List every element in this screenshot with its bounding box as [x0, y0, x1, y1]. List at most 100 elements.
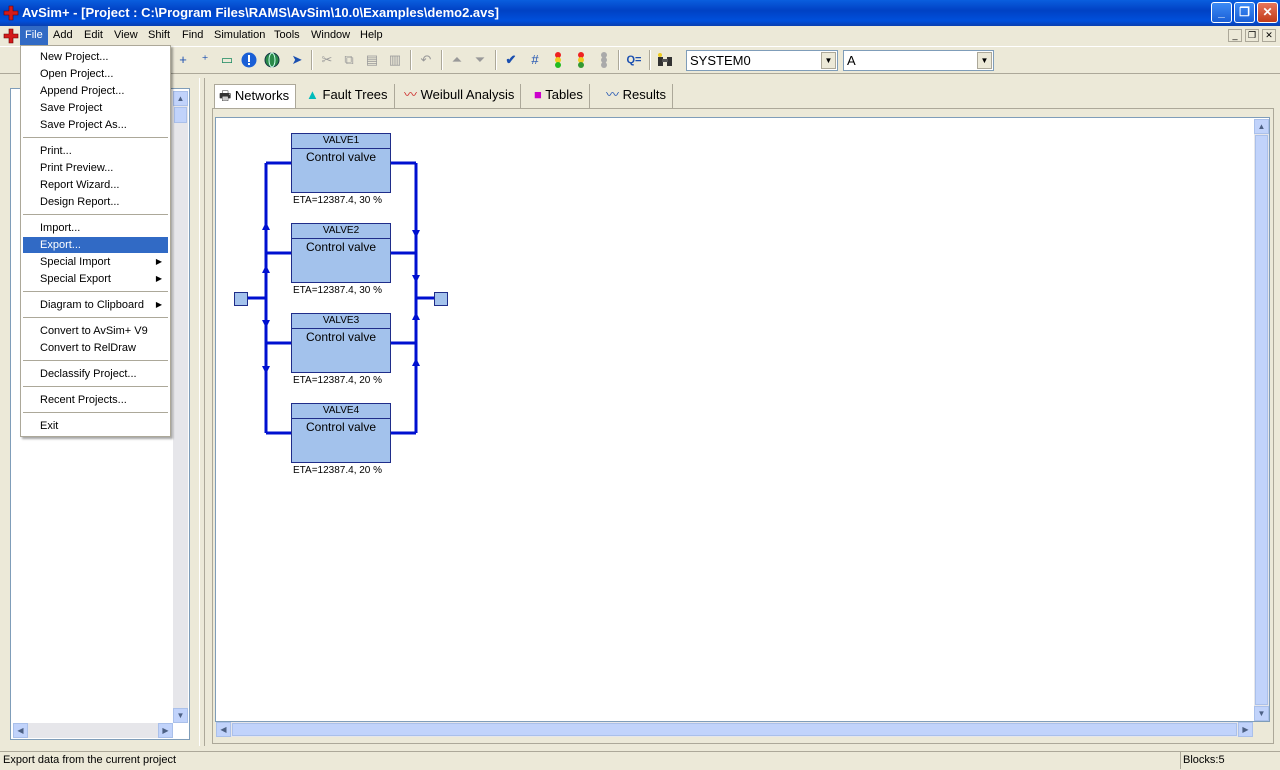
info-icon[interactable] — [240, 51, 258, 69]
menu-add[interactable]: Add — [53, 29, 73, 41]
menu-item-new-project[interactable]: New Project... — [40, 51, 109, 63]
chevron-down-icon[interactable]: ▼ — [977, 52, 992, 69]
query-icon[interactable]: Q= — [626, 54, 642, 66]
mdi-minimize-button[interactable]: _ — [1228, 29, 1242, 42]
system-combo[interactable]: SYSTEM0 ▼ — [686, 50, 838, 71]
block-eta-label: ETA=12387.4, 20 % — [293, 375, 383, 386]
scroll-up-arrow-icon[interactable]: ▲ — [173, 91, 188, 106]
pointer-icon[interactable]: ➤ — [291, 52, 303, 67]
submenu-arrow-icon: ▶ — [155, 274, 162, 283]
canvas-horizontal-scrollbar[interactable]: ◀ ▶ — [216, 722, 1253, 737]
network-canvas[interactable]: VALVE1 Control valve ETA=12387.4, 30 % V… — [215, 117, 1270, 722]
copy-icon[interactable]: ⧉ — [344, 52, 354, 67]
menu-item-exit[interactable]: Exit — [40, 420, 59, 432]
move-up-icon[interactable]: ⏶ — [451, 52, 463, 67]
block-name: VALVE4 — [292, 404, 390, 419]
menu-item-save-project-as[interactable]: Save Project As... — [40, 119, 127, 131]
scroll-thumb[interactable] — [232, 723, 1237, 736]
block-valve2[interactable]: VALVE2 Control valve — [291, 223, 391, 283]
chevron-down-icon[interactable]: ▼ — [821, 52, 836, 69]
arrow-up-icon — [262, 222, 270, 230]
menu-item-open-project[interactable]: Open Project... — [40, 68, 114, 80]
avsim-app-icon[interactable] — [3, 5, 19, 21]
minimize-button[interactable]: _ — [1211, 2, 1232, 23]
canvas-vertical-scrollbar[interactable]: ▲ ▼ — [1254, 119, 1269, 721]
scroll-up-arrow-icon[interactable]: ▲ — [1254, 119, 1269, 134]
menu-item-import[interactable]: Import... — [40, 222, 81, 234]
menu-tools[interactable]: Tools — [274, 29, 300, 41]
move-down-icon[interactable]: ⏷ — [474, 52, 486, 67]
document-icon[interactable] — [3, 28, 19, 44]
tab-weibull-analysis[interactable]: 〰 Weibull Analysis — [400, 84, 522, 108]
check-icon[interactable]: ✔ — [505, 52, 517, 67]
close-button[interactable]: ✕ — [1257, 2, 1278, 23]
scroll-left-arrow-icon[interactable]: ◀ — [13, 723, 28, 738]
menu-item-export[interactable]: Export... — [23, 237, 168, 253]
menu-edit[interactable]: Edit — [84, 29, 103, 41]
arrow-up-icon — [412, 358, 420, 366]
menu-item-append-project[interactable]: Append Project... — [40, 85, 125, 97]
tab-results[interactable]: 〰 Results — [602, 84, 673, 108]
menu-find[interactable]: Find — [182, 29, 204, 41]
menu-view[interactable]: View — [114, 29, 138, 41]
block-valve4[interactable]: VALVE4 Control valve — [291, 403, 391, 463]
grid-icon[interactable]: # — [531, 52, 539, 67]
menu-item-diagram-to-clipboard[interactable]: Diagram to Clipboard ▶ — [23, 297, 168, 313]
mdi-close-button[interactable]: ✕ — [1262, 29, 1276, 42]
undo-icon[interactable]: ↶ — [420, 52, 432, 67]
scroll-thumb[interactable] — [1255, 135, 1268, 705]
menu-separator — [23, 214, 168, 215]
add-node-icon[interactable]: ⁺ — [201, 52, 209, 67]
menu-window[interactable]: Window — [311, 29, 351, 41]
scroll-right-arrow-icon[interactable]: ▶ — [1238, 722, 1253, 737]
add-connection-icon[interactable]: + — [179, 52, 187, 67]
block-valve3[interactable]: VALVE3 Control valve — [291, 313, 391, 373]
output-node[interactable] — [434, 292, 448, 306]
input-node[interactable] — [234, 292, 248, 306]
menu-item-special-import[interactable]: Special Import ▶ — [23, 254, 168, 270]
menu-simulation[interactable]: Simulation — [214, 29, 266, 41]
add-block-icon[interactable]: ▭ — [220, 52, 234, 67]
paste-special-icon[interactable]: ▥ — [388, 52, 402, 67]
traffic-light-green-icon[interactable] — [549, 51, 567, 69]
scroll-down-arrow-icon[interactable]: ▼ — [1254, 706, 1269, 721]
menu-item-report-wizard[interactable]: Report Wizard... — [40, 179, 120, 191]
scroll-down-arrow-icon[interactable]: ▼ — [173, 708, 188, 723]
menu-item-recent-projects[interactable]: Recent Projects... — [40, 394, 127, 406]
binoculars-icon[interactable] — [656, 51, 674, 69]
menu-item-design-report[interactable]: Design Report... — [40, 196, 120, 208]
menu-file[interactable]: File — [20, 26, 48, 45]
cut-icon[interactable]: ✂ — [321, 52, 333, 67]
tab-tables-label: Tables — [545, 87, 583, 102]
tab-networks[interactable]: 🖶 Networks — [214, 84, 297, 109]
status-message: Export data from the current project — [3, 754, 177, 766]
menu-item-special-export[interactable]: Special Export ▶ — [23, 271, 168, 287]
menu-item-declassify-project[interactable]: Declassify Project... — [40, 368, 137, 380]
left-panel-vertical-scrollbar[interactable]: ▲ ▼ — [173, 91, 188, 723]
scroll-thumb[interactable] — [174, 107, 187, 123]
mdi-restore-button[interactable]: ❐ — [1245, 29, 1259, 42]
menu-item-convert-avsim-v9[interactable]: Convert to AvSim+ V9 — [40, 325, 148, 337]
item-combo[interactable]: A ▼ — [843, 50, 994, 71]
block-eta-label: ETA=12387.4, 30 % — [293, 195, 383, 206]
menu-item-print-preview[interactable]: Print Preview... — [40, 162, 114, 174]
arrow-down-icon — [412, 230, 420, 238]
menu-item-save-project[interactable]: Save Project — [40, 102, 103, 114]
menu-help[interactable]: Help — [360, 29, 383, 41]
scroll-left-arrow-icon[interactable]: ◀ — [216, 722, 231, 737]
menu-item-convert-reldraw[interactable]: Convert to RelDraw — [40, 342, 136, 354]
left-panel-horizontal-scrollbar[interactable]: ◀ ▶ — [13, 723, 173, 738]
splitter-handle[interactable] — [199, 78, 205, 746]
tab-fault-trees[interactable]: ▲ Fault Trees — [302, 84, 395, 108]
paste-icon[interactable]: ▤ — [365, 52, 379, 67]
restore-button[interactable]: ❐ — [1234, 2, 1255, 23]
traffic-light-red-icon[interactable] — [572, 51, 590, 69]
menu-shift[interactable]: Shift — [148, 29, 171, 41]
globe-icon[interactable] — [263, 51, 281, 69]
menu-item-print[interactable]: Print... — [40, 145, 72, 157]
tab-tables[interactable]: ■ Tables — [530, 84, 590, 108]
block-valve1[interactable]: VALVE1 Control valve — [291, 133, 391, 193]
scroll-right-arrow-icon[interactable]: ▶ — [158, 723, 173, 738]
traffic-light-disabled-icon[interactable] — [595, 51, 613, 69]
status-bar — [0, 751, 1280, 770]
